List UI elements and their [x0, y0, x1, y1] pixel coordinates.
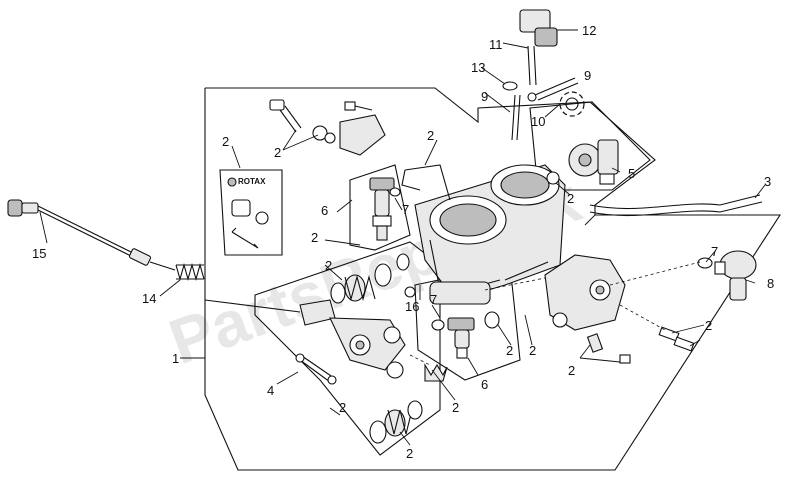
callout-7-right: 7 [711, 244, 718, 259]
callout-15: 15 [32, 246, 46, 261]
spring-pack-upper [330, 253, 410, 304]
alignment-line-b [609, 261, 701, 286]
callout-2-pump-b: 2 [568, 363, 575, 378]
rotax-kit-oring [255, 211, 269, 225]
throttle-body [401, 164, 566, 305]
assembly-frame [204, 87, 782, 471]
callout-1: 1 [172, 351, 179, 366]
return-spring [175, 262, 205, 282]
rotax-kit-box [219, 169, 283, 256]
callout-9-left: 9 [481, 89, 488, 104]
callout-9-right: 9 [584, 68, 591, 83]
idle-valve-body [544, 254, 695, 364]
spring-pack-lower [369, 400, 423, 444]
callout-2-left-b: 2 [325, 258, 332, 273]
callout-8: 8 [767, 276, 774, 291]
callout-6-top: 6 [321, 203, 328, 218]
callout-2-pump-a: 2 [705, 318, 712, 333]
callout-16: 16 [405, 299, 419, 314]
alignment-line-c [619, 304, 666, 331]
callout-14: 14 [142, 291, 156, 306]
fuel-hose [589, 194, 763, 217]
alignment-line-a [484, 277, 546, 291]
rotax-kit-spring [231, 199, 251, 217]
rotax-label: ROTAX [238, 177, 266, 186]
rotax-logo-mark [227, 177, 237, 187]
leader-lines [39, 29, 766, 446]
rotax-kit-pin [231, 227, 259, 249]
callout-12: 12 [582, 23, 596, 38]
throttle-lever-assembly [204, 299, 448, 385]
callout-2-left-a: 2 [311, 230, 318, 245]
callout-2-bolts: 2 [274, 145, 281, 160]
throttle-position-sensor [546, 139, 619, 185]
fuel-pressure-regulator [697, 250, 757, 301]
callout-2-rotax: 2 [222, 134, 229, 149]
callout-2-bottom-b: 2 [452, 400, 459, 415]
lower-injector [431, 311, 500, 359]
callout-2-body: 2 [427, 128, 434, 143]
callout-11: 11 [489, 37, 503, 52]
callout-2-tps: 2 [567, 191, 574, 206]
callout-7-bottom: 7 [430, 292, 437, 307]
callout-2-bottom-c: 2 [406, 446, 413, 461]
alignment-line-d [409, 354, 431, 366]
pressure-sensor-connector [502, 9, 579, 141]
callout-5: 5 [628, 166, 635, 181]
callout-10: 10 [531, 114, 545, 129]
callout-2-lower-mid2: 2 [529, 343, 536, 358]
upper-injector [369, 177, 401, 241]
lever-subassembly-box [254, 241, 441, 456]
throttle-cable [7, 199, 176, 271]
upper-injector-box [349, 164, 411, 251]
callout-2-bottom-a: 2 [339, 400, 346, 415]
callout-13: 13 [471, 60, 485, 75]
callout-6-bottom: 6 [481, 377, 488, 392]
mounting-bolt-set [269, 99, 386, 156]
gear-icon [559, 91, 585, 117]
callout-7-top: 7 [402, 202, 409, 217]
callout-4: 4 [267, 383, 274, 398]
callout-2-lower-mid: 2 [506, 343, 513, 358]
callout-3: 3 [764, 174, 771, 189]
